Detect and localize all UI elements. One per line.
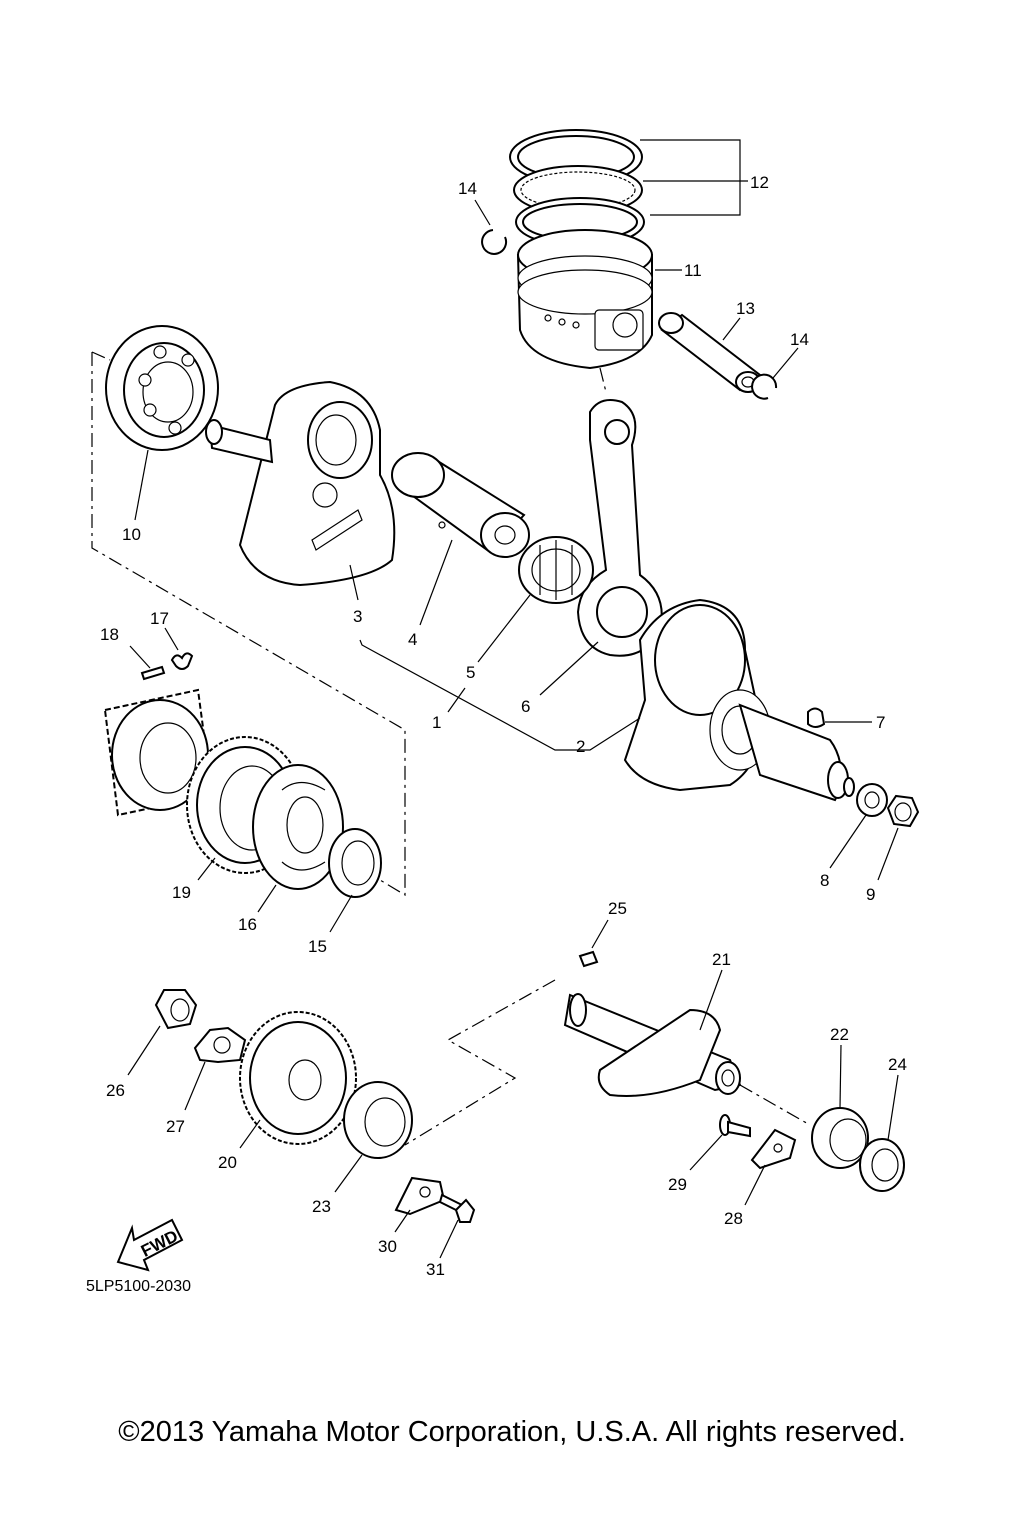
callout-24: 24 [888, 1055, 907, 1074]
callout-25: 25 [608, 899, 627, 918]
callout-26: 26 [106, 1081, 125, 1100]
callout-21: 21 [712, 950, 731, 969]
copyright-notice: ©2013 Yamaha Motor Corporation, U.S.A. A… [118, 1416, 906, 1448]
bearing-23 [343, 1081, 413, 1159]
needle-bearing [518, 536, 594, 604]
diagram-code: 5LP5100-2030 [86, 1278, 191, 1295]
leader-lines [127, 139, 899, 1259]
callout-1: 1 [432, 713, 441, 732]
callout-14-top: 14 [458, 179, 477, 198]
piston-rings [509, 129, 645, 247]
balancer-shaft [563, 993, 742, 1097]
callout-29: 29 [668, 1175, 687, 1194]
callout-15: 15 [308, 937, 327, 956]
callout-12: 12 [750, 173, 769, 192]
callout-13: 13 [736, 299, 755, 318]
callout-14-right: 14 [790, 330, 809, 349]
callout-30: 30 [378, 1237, 397, 1256]
callout-27: 27 [166, 1117, 185, 1136]
callout-3: 3 [353, 607, 362, 626]
callout-22: 22 [830, 1025, 849, 1044]
crankshaft-left [205, 380, 396, 587]
callout-2: 2 [576, 737, 585, 756]
plate-16 [252, 764, 344, 890]
crank-pin [391, 452, 530, 558]
callout-18: 18 [100, 625, 119, 644]
woodruff-key [807, 707, 826, 728]
spring-17 [170, 652, 194, 670]
bolt-31 [438, 1193, 476, 1223]
callout-5: 5 [466, 663, 475, 682]
callout-31: 31 [426, 1260, 445, 1279]
callout-8: 8 [820, 871, 829, 890]
callout-7: 7 [876, 713, 885, 732]
pin-18 [140, 665, 166, 681]
forward-arrow-icon: FWD [116, 1218, 184, 1272]
callout-6: 6 [521, 697, 530, 716]
callout-11: 11 [684, 261, 702, 280]
callout-17: 17 [150, 609, 169, 628]
washer-8 [856, 783, 888, 817]
washer-15 [328, 828, 382, 898]
piston-pin-clips [481, 229, 778, 400]
piston-pin [658, 312, 762, 393]
plate-28 [750, 1128, 797, 1170]
assembly-lines [91, 351, 811, 1146]
plate-30 [394, 1176, 446, 1216]
gear-20 [239, 1011, 357, 1145]
callout-23: 23 [312, 1197, 331, 1216]
drive-gear [103, 688, 214, 817]
callout-20: 20 [218, 1153, 237, 1172]
callout-9: 9 [866, 885, 875, 904]
seal-24 [859, 1138, 905, 1192]
piston [516, 229, 653, 370]
crankshaft-right [623, 598, 855, 802]
lock-washer-27 [193, 1026, 247, 1064]
nut-9 [886, 794, 920, 828]
callout-28: 28 [724, 1209, 743, 1228]
callout-4: 4 [408, 630, 417, 649]
nut-26 [154, 989, 198, 1030]
key-25 [578, 950, 599, 968]
callout-16: 16 [238, 915, 257, 934]
bolt-29 [719, 1114, 751, 1138]
callout-labels: 1 2 3 4 5 6 7 8 9 10 11 12 13 14 14 15 1… [100, 173, 907, 1279]
callout-19: 19 [172, 883, 191, 902]
bearing-10 [105, 325, 219, 451]
connecting-rod [576, 399, 663, 657]
callout-10: 10 [122, 525, 141, 544]
